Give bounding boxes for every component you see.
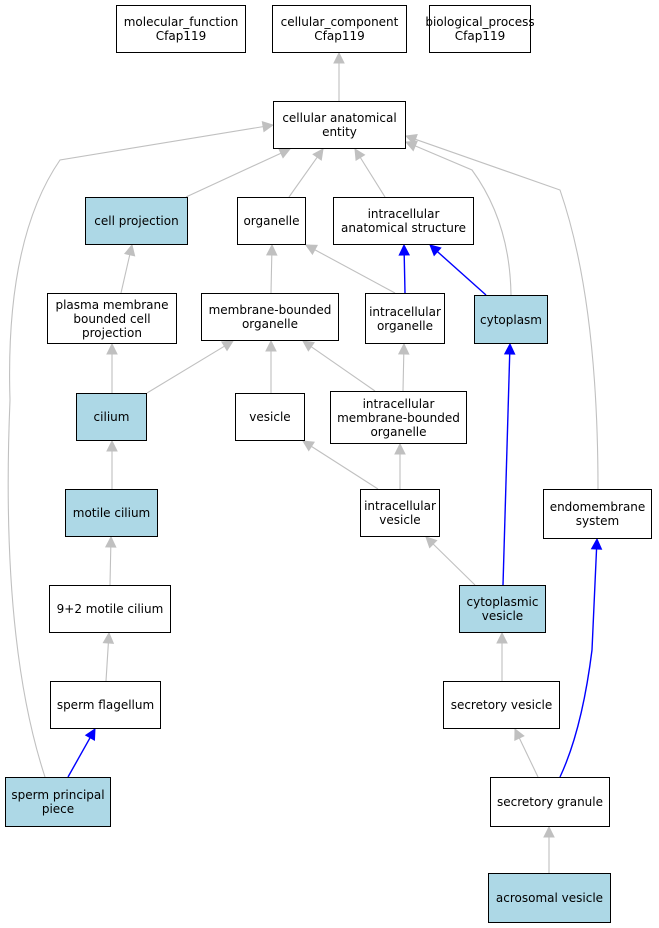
node-sperm-flagellum: sperm flagellum	[50, 681, 161, 729]
arrowhead-vesicle-to-membrane_bounded_organelle	[265, 339, 277, 352]
node-intracellular-anatomical-structure: intracellular anatomical structure	[333, 197, 474, 245]
node-endomembrane-system: endomembrane system	[543, 489, 652, 539]
arrowhead-secretory_granule-to-secretory_vesicle	[514, 727, 525, 741]
arrowhead-cilium-to-plasma_membrane_bounded_cell_projection	[106, 342, 118, 355]
arrowhead-cell_projection-to-cellular_anatomical_entity	[278, 148, 292, 159]
arrowhead-membrane_bounded_organelle-to-organelle	[265, 243, 278, 256]
arrowhead-cytoplasm-to-cellular_anatomical_entity	[404, 140, 418, 152]
edge-sperm_principal_piece-to-cellular_anatomical_entity	[7, 126, 264, 778]
node-sperm-principal-piece: sperm principal piece	[5, 777, 111, 827]
node-acrosomal-vesicle: acrosomal vesicle	[488, 873, 611, 923]
arrowhead-intracellular_membrane_bounded_organelle-to-intracellular_organelle	[397, 342, 410, 355]
node-secretory-granule: secretory granule	[490, 777, 610, 827]
edge-cytoplasm-to-cellular_anatomical_entity	[414, 145, 512, 296]
arrowhead-secretory_vesicle-to-cytoplasmic_vesicle	[496, 631, 508, 644]
node-cellular-component: cellular_component Cfap119	[272, 5, 407, 53]
edge-intracellular_organelle-to-organelle	[314, 249, 396, 294]
edge-secretory_granule-to-secretory_vesicle	[518, 737, 539, 778]
node-biological-process: biological_process Cfap119	[425, 5, 535, 53]
arrowhead-plasma_membrane_bounded_cell_projection-to-cell_projection	[123, 243, 136, 257]
arrowhead-organelle-to-cellular_anatomical_entity	[312, 148, 324, 161]
node-organelle: organelle	[237, 197, 306, 245]
node-cilium: cilium	[76, 393, 147, 441]
node-intracellular-membrane-bounded-organelle: intracellular membrane-bounded organelle	[330, 391, 467, 444]
arrowhead-intracellular_membrane_bounded_organelle-to-membrane_bounded_organelle	[302, 340, 315, 352]
arrowhead-cytoplasmic_vesicle-to-intracellular_vesicle	[425, 536, 438, 549]
arrowhead-sperm_principal_piece-to-cellular_anatomical_entity	[261, 120, 275, 133]
edge-endomembrane_system-to-cellular_anatomical_entity	[415, 138, 599, 490]
arrowhead-cytoplasm-to-intracellular_anatomical_structure	[429, 244, 442, 257]
edge-intracellular_membrane_bounded_organelle-to-intracellular_organelle	[402, 353, 405, 392]
arrowhead-cellular_anatomical_entity-to-cellular_component	[333, 51, 345, 64]
edge-sperm_flagellum-to-9_2_motile_cilium	[105, 642, 109, 682]
arrowhead-sperm_principal_piece-to-sperm_flagellum	[84, 728, 96, 741]
arrowhead-cilium-to-membrane_bounded_organelle	[221, 340, 234, 352]
arrowhead-cytoplasmic_vesicle-to-cytoplasm	[503, 342, 516, 355]
node-plasma-membrane-bounded-cell-projection: plasma membrane bounded cell projection	[47, 293, 177, 344]
node-cytoplasm: cytoplasm	[474, 295, 548, 344]
edge-cytoplasmic_vesicle-to-intracellular_vesicle	[432, 543, 476, 586]
arrowhead-secretory_granule-to-endomembrane_system	[590, 537, 603, 550]
arrowhead-acrosomal_vesicle-to-secretory_granule	[543, 825, 555, 838]
node-motile-cilium: motile cilium	[65, 489, 158, 537]
edge-sperm_principal_piece-to-sperm_flagellum	[67, 737, 91, 778]
node-intracellular-organelle: intracellular organelle	[365, 293, 445, 344]
edge-9_2_motile_cilium-to-motile_cilium	[109, 546, 112, 586]
arrowhead-intracellular_vesicle-to-intracellular_membrane_bounded_organelle	[394, 442, 406, 455]
arrowhead-sperm_flagellum-to-9_2_motile_cilium	[102, 631, 115, 644]
edge-intracellular_anatomical_structure-to-cellular_anatomical_entity	[359, 157, 386, 198]
node-9-2-motile-cilium: 9+2 motile cilium	[49, 585, 171, 633]
arrowhead-endomembrane_system-to-cellular_anatomical_entity	[404, 133, 418, 145]
edge-plasma_membrane_bounded_cell_projection-to-cell_projection	[120, 254, 131, 294]
edge-intracellular_organelle-to-intracellular_anatomical_structure	[403, 254, 406, 294]
node-secretory-vesicle: secretory vesicle	[443, 681, 560, 729]
arrowhead-intracellular_organelle-to-intracellular_anatomical_structure	[398, 243, 411, 256]
arrowhead-intracellular_anatomical_structure-to-cellular_anatomical_entity	[354, 148, 366, 161]
edge-cytoplasm-to-intracellular_anatomical_structure	[436, 251, 487, 296]
edge-membrane_bounded_organelle-to-organelle	[270, 254, 273, 294]
node-intracellular-vesicle: intracellular vesicle	[360, 489, 440, 537]
arrowhead-intracellular_organelle-to-organelle	[305, 244, 318, 256]
edge-secretory_granule-to-endomembrane_system	[559, 548, 598, 778]
arrowhead-9_2_motile_cilium-to-motile_cilium	[104, 535, 117, 548]
node-molecular-function: molecular_function Cfap119	[116, 5, 246, 53]
node-cellular-anatomical-entity: cellular anatomical entity	[273, 101, 406, 149]
edge-organelle-to-cellular_anatomical_entity	[288, 156, 318, 198]
edge-cell_projection-to-cellular_anatomical_entity	[185, 152, 282, 198]
node-cytoplasmic-vesicle: cytoplasmic vesicle	[459, 585, 546, 633]
node-cell-projection: cell projection	[85, 197, 188, 245]
edge-cytoplasmic_vesicle-to-cytoplasm	[502, 353, 511, 586]
arrowhead-intracellular_vesicle-to-vesicle	[302, 440, 315, 452]
node-membrane-bounded-organelle: membrane-bounded organelle	[201, 293, 339, 341]
edge-cilium-to-membrane_bounded_organelle	[146, 345, 225, 394]
arrowhead-motile_cilium-to-cilium	[106, 439, 118, 452]
edge-intracellular_membrane_bounded_organelle-to-membrane_bounded_organelle	[310, 346, 376, 392]
node-vesicle: vesicle	[235, 393, 305, 441]
edge-intracellular_vesicle-to-vesicle	[311, 445, 379, 490]
